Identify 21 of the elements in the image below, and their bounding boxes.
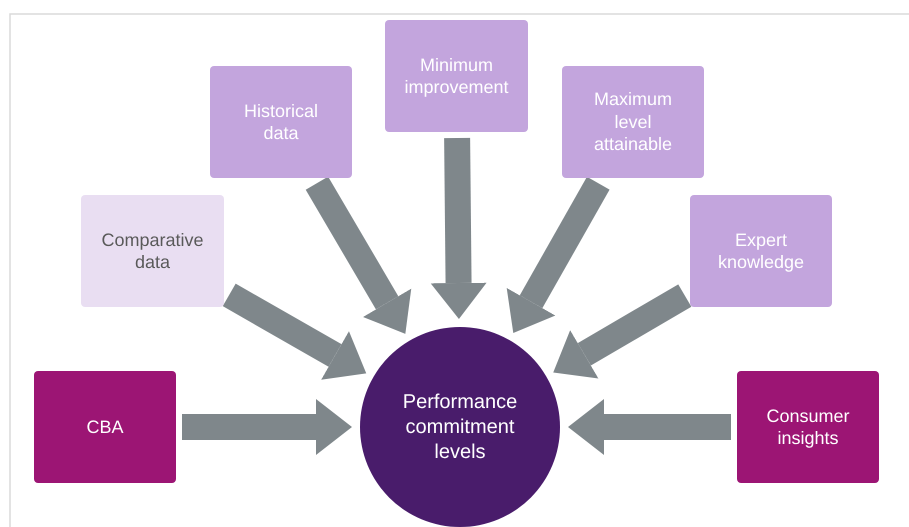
text-box bbox=[81, 195, 224, 307]
node-label: Comparative data bbox=[100, 228, 205, 274]
node-label: Performance commitment levels bbox=[402, 390, 518, 464]
node-label: CBA bbox=[86, 416, 124, 438]
block-arrow bbox=[222, 284, 366, 380]
block-arrow bbox=[553, 284, 692, 378]
block-arrow bbox=[506, 176, 610, 334]
text-box bbox=[385, 20, 528, 132]
node-label: Historical data bbox=[242, 100, 319, 144]
text-box bbox=[562, 66, 704, 178]
text-box bbox=[210, 66, 352, 178]
text-box bbox=[737, 371, 879, 483]
block-arrow bbox=[182, 399, 352, 455]
text-box bbox=[690, 195, 832, 307]
block-arrow bbox=[306, 176, 412, 334]
block-arrow bbox=[430, 138, 487, 319]
node-label: Expert knowledge bbox=[716, 228, 806, 274]
node-label: Maximum level attainable bbox=[592, 88, 674, 156]
node-label: Consumer insights bbox=[765, 404, 851, 450]
text-box bbox=[34, 371, 176, 483]
node-label: Minimum improvement bbox=[403, 54, 510, 98]
